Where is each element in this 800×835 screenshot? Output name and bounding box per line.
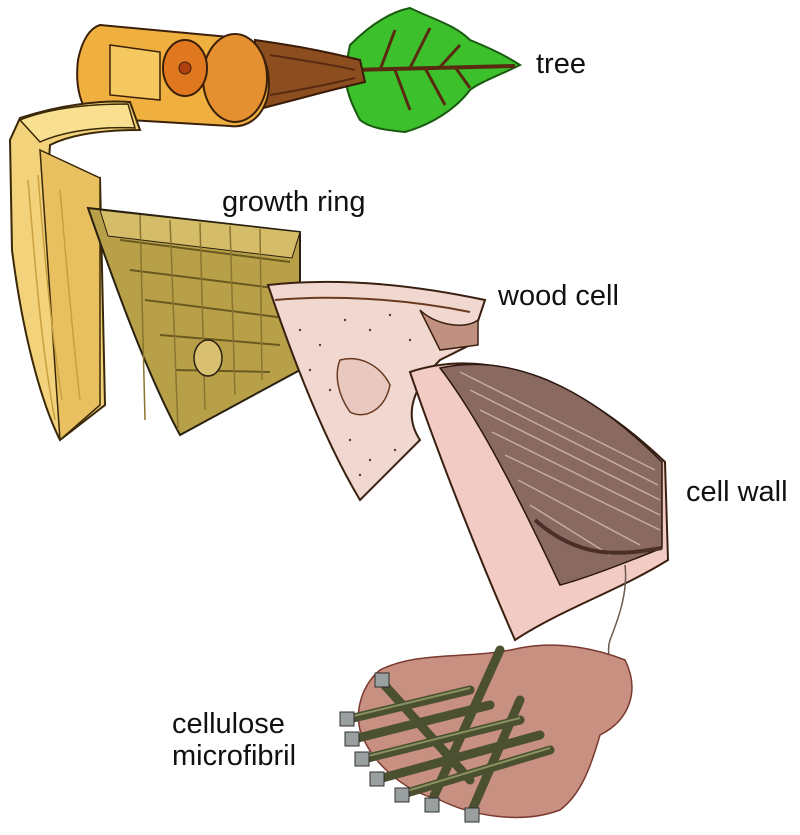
microfibril-illustration	[340, 645, 632, 822]
label-growth-ring: growth ring	[222, 186, 365, 218]
growth-ring-illustration	[88, 208, 300, 435]
label-tree: tree	[536, 48, 586, 80]
cell-wall-illustration	[410, 364, 668, 640]
tree-illustration	[77, 8, 520, 132]
label-cellulose-microfibril: cellulose microfibril	[172, 708, 296, 772]
label-wood-cell: wood cell	[498, 280, 619, 312]
label-cell-wall: cell wall	[686, 476, 788, 508]
label-cellulose-line1: cellulose	[172, 708, 296, 740]
label-cellulose-line2: microfibril	[172, 740, 296, 772]
